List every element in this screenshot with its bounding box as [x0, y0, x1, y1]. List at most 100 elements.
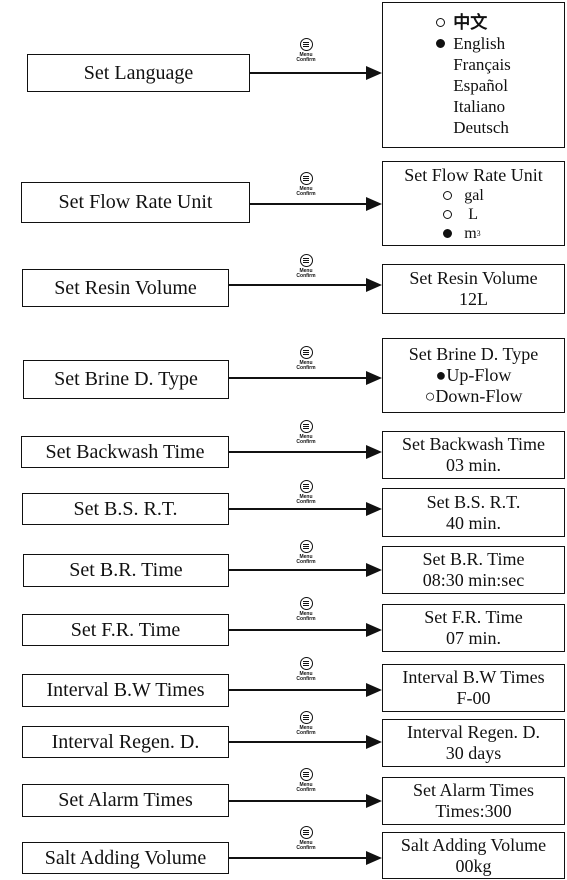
arrow-head-icon: [366, 735, 382, 749]
connector-line: [250, 72, 366, 74]
panel-title: Set Alarm Times: [412, 780, 535, 800]
setting-interval-regen-d-button[interactable]: Interval Regen. D.: [22, 726, 229, 758]
menu-lines-icon: [299, 711, 313, 724]
confirm-label: Confirm: [296, 57, 316, 63]
menu-label: Menu: [299, 268, 313, 274]
connector-line: [250, 203, 366, 205]
language-option[interactable]: Español: [436, 75, 508, 96]
setting-label: Set Alarm Times: [58, 789, 193, 811]
setting-set-alarm-times-button[interactable]: Set Alarm Times: [22, 784, 229, 817]
menu-lines-icon: [299, 420, 313, 433]
setting-set-language-button[interactable]: Set Language: [27, 54, 250, 92]
confirm-label: Confirm: [296, 845, 316, 851]
connector-line: [229, 741, 366, 743]
panel-value: F-00: [456, 688, 491, 708]
setting-salt-adding-volume-button[interactable]: Salt Adding Volume: [22, 842, 229, 874]
arrow-head-icon: [366, 563, 382, 577]
menu-label: Menu: [299, 360, 313, 366]
panel-title: Set F.R. Time: [424, 607, 523, 627]
panel-value: 00kg: [455, 855, 492, 876]
arrow-head-icon: [366, 794, 382, 808]
unit-option[interactable]: gal: [443, 186, 484, 205]
setting-set-resin-volume-button[interactable]: Set Resin Volume: [22, 269, 229, 307]
panel-title: Set B.R. Time: [422, 549, 525, 569]
option-label: Deutsch: [453, 118, 509, 137]
confirm-label: Confirm: [296, 499, 316, 505]
panel-value: 03 min.: [445, 455, 501, 475]
connector-line: [229, 508, 366, 510]
arrow-head-icon: [366, 197, 382, 211]
setting-label: Set Resin Volume: [54, 276, 197, 299]
unit-option[interactable]: L: [443, 205, 478, 224]
menu-label: Menu: [299, 611, 313, 617]
radio-selected-icon: [436, 39, 446, 48]
setting-set-flow-rate-unit-button[interactable]: Set Flow Rate Unit: [21, 182, 250, 223]
setting-set-backwash-time-button[interactable]: Set Backwash Time: [21, 436, 229, 468]
menu-lines-icon: [299, 540, 313, 553]
menu-lines-icon: [299, 172, 313, 185]
language-option[interactable]: English: [436, 33, 505, 54]
confirm-label: Confirm: [296, 365, 316, 371]
setting-label: Set F.R. Time: [70, 618, 181, 641]
radio-icon: [436, 60, 445, 69]
setting-interval-b-w-times-button[interactable]: Interval B.W Times: [22, 674, 229, 707]
arrow-head-icon: [366, 623, 382, 637]
radio-icon: [436, 81, 445, 90]
menu-lines-icon: [299, 480, 313, 493]
connector-line: [229, 857, 366, 859]
setting-label: Set B.R. Time: [69, 559, 183, 581]
radio-icon: [443, 191, 453, 200]
menu-label: Menu: [299, 554, 313, 560]
setting-label: Set Flow Rate Unit: [58, 191, 213, 213]
menu-label: Menu: [299, 840, 313, 846]
language-option[interactable]: Français: [436, 54, 511, 75]
arrow-head-icon: [366, 683, 382, 697]
setting-set-f-r-time-button[interactable]: Set F.R. Time: [22, 614, 229, 646]
menu-label: Menu: [299, 186, 313, 192]
option-label: m: [464, 225, 477, 242]
screen-panel-set-brine-d-type: Set Brine D. Type●Up-Flow○Down-Flow: [382, 338, 565, 413]
menu-lines-icon: [299, 597, 313, 610]
radio-icon: [436, 102, 445, 111]
menu-label: Menu: [299, 434, 313, 440]
setting-set-brine-d-type-button[interactable]: Set Brine D. Type: [23, 360, 229, 399]
setting-set-b-r-time-button[interactable]: Set B.R. Time: [23, 554, 229, 587]
option-label: Italiano: [453, 97, 506, 116]
panel-title: Set B.S. R.T.: [426, 491, 521, 512]
connector-line: [229, 800, 366, 802]
menu-lines-icon: [299, 38, 313, 51]
language-option[interactable]: Italiano: [436, 96, 505, 117]
setting-label: Set Backwash Time: [45, 440, 205, 463]
menu-label: Menu: [299, 52, 313, 58]
option-label: gal: [464, 187, 484, 204]
confirm-label: Confirm: [296, 191, 316, 197]
screen-panel-interval-regen-d: Interval Regen. D.30 days: [382, 719, 565, 767]
language-option[interactable]: Deutsch: [436, 117, 509, 138]
arrow-head-icon: [366, 445, 382, 459]
menu-lines-icon: [299, 768, 313, 781]
menu-lines-icon: [299, 346, 313, 359]
panel-title: Set Resin Volume: [409, 268, 538, 288]
setting-label: Interval Regen. D.: [51, 730, 200, 753]
setting-set-b-s-r-t-button[interactable]: Set B.S. R.T.: [22, 493, 229, 525]
language-option[interactable]: 中文: [436, 12, 487, 33]
arrow-head-icon: [366, 851, 382, 865]
panel-value: Times:300: [435, 801, 512, 821]
panel-title: Interval B.W Times: [402, 667, 545, 687]
confirm-label: Confirm: [296, 616, 316, 622]
menu-lines-icon: [299, 657, 313, 670]
radio-icon: [443, 210, 453, 219]
